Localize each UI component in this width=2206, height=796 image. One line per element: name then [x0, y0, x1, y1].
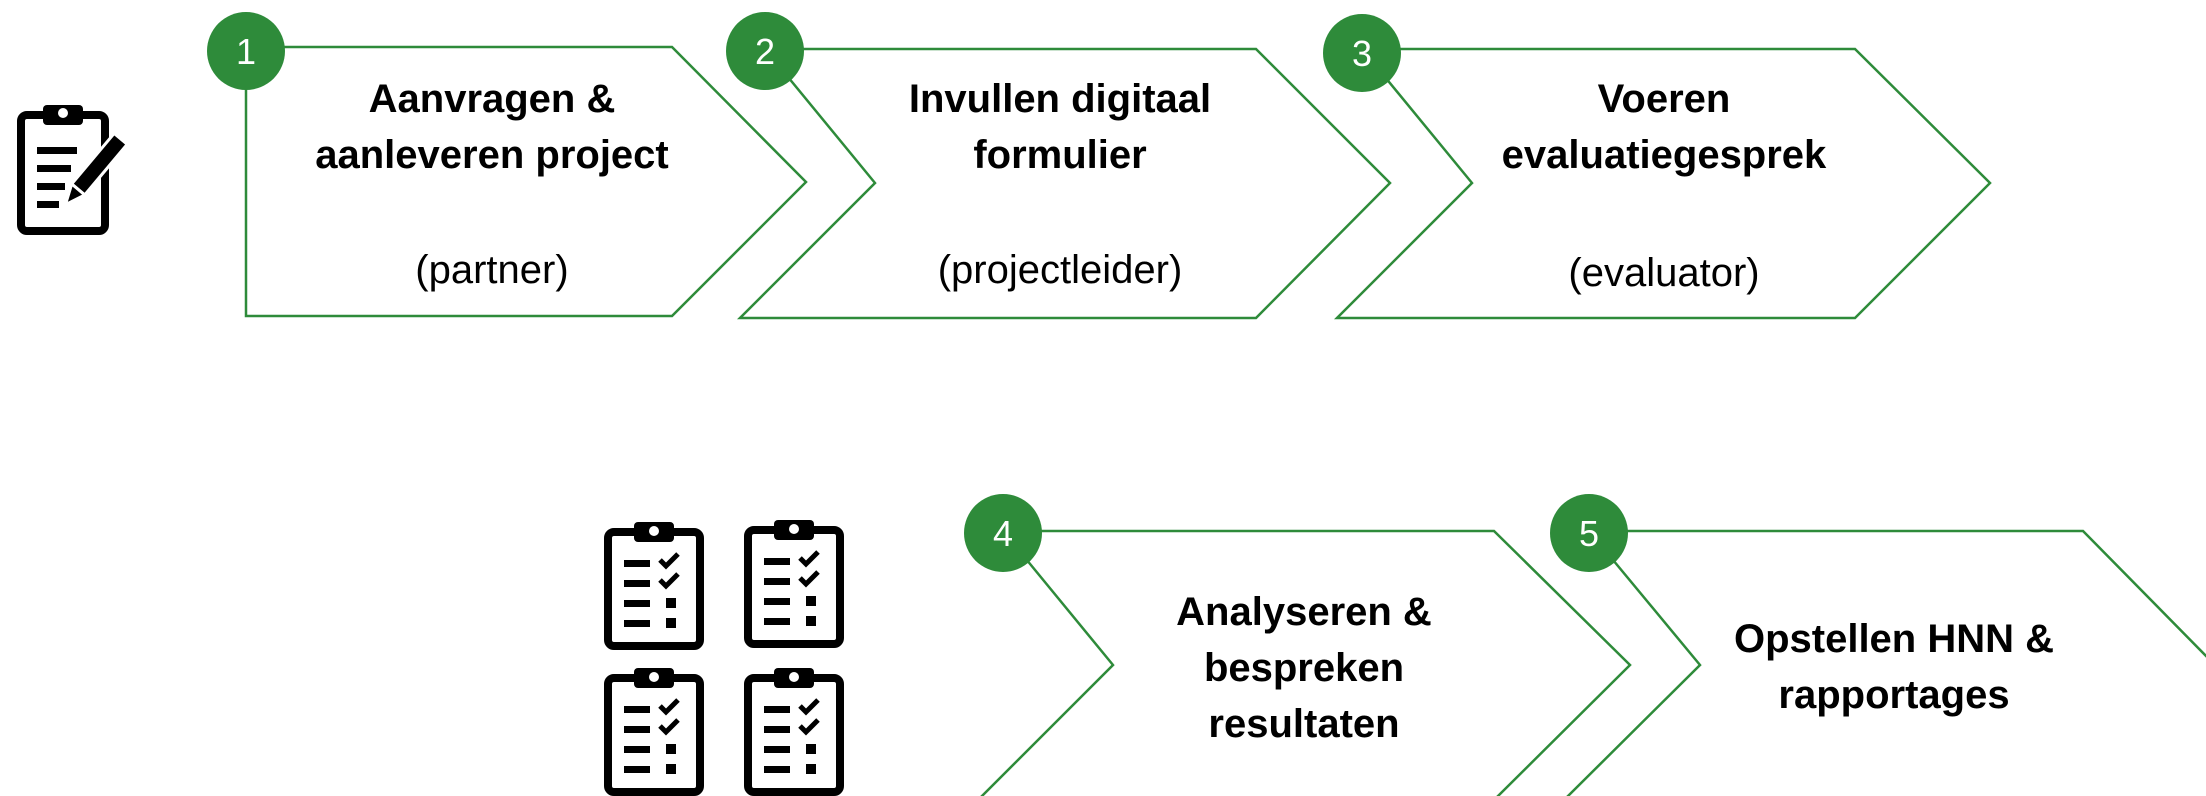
step-3-number: 3 — [1352, 33, 1372, 74]
step-4-title-line-1: Analyseren & — [1176, 590, 1432, 634]
step-1-title-line-1: Aanvragen & — [369, 77, 616, 121]
step-5-number: 5 — [1579, 513, 1599, 554]
step-4-number: 4 — [993, 513, 1013, 554]
step-3: 3 Voeren evaluatiegesprek (evaluator) — [1323, 14, 1992, 320]
step-2-role: (projectleider) — [938, 248, 1183, 292]
step-3-role: (evaluator) — [1568, 251, 1759, 295]
clipboard-checklist-icon — [608, 668, 700, 792]
step-3-arrow-shape — [1333, 47, 1992, 320]
step-3-badge: 3 — [1323, 14, 1401, 92]
step-4-title-line-2: bespreken — [1204, 646, 1404, 690]
step-5-title-line-2: rapportages — [1778, 673, 2009, 717]
step-1: 1 Aanvragen & aanleveren project (partne… — [207, 12, 808, 318]
step-2: 2 Invullen digitaal formulier (projectle… — [726, 12, 1392, 320]
step-3-title-line-1: Voeren — [1598, 77, 1731, 121]
step-4-title-line-3: resultaten — [1208, 702, 1399, 746]
step-4-badge: 4 — [964, 494, 1042, 572]
step-1-number: 1 — [236, 31, 256, 72]
clipboard-checklist-icon — [748, 520, 840, 644]
step-2-arrow-shape — [736, 47, 1392, 320]
step-5: 5 Opstellen HNN & rapportages — [1550, 494, 2206, 796]
clipboard-edit-icon — [21, 105, 127, 231]
step-2-number: 2 — [755, 31, 775, 72]
step-3-title-line-2: evaluatiegesprek — [1502, 133, 1827, 177]
step-1-title-line-2: aanleveren project — [315, 133, 669, 177]
clipboard-checklist-icon — [748, 668, 840, 792]
step-5-arrow-shape — [1566, 529, 2206, 796]
step-2-title-line-1: Invullen digitaal — [909, 77, 1211, 121]
clipboard-checklist-icon — [608, 522, 700, 646]
step-5-badge: 5 — [1550, 494, 1628, 572]
step-1-badge: 1 — [207, 12, 285, 90]
step-4-arrow-shape — [980, 529, 1632, 796]
step-4: 4 Analyseren & bespreken resultaten — [964, 494, 1632, 796]
step-1-arrow-shape — [244, 45, 808, 318]
step-2-badge: 2 — [726, 12, 804, 90]
step-2-title-line-2: formulier — [973, 133, 1146, 177]
step-1-role: (partner) — [415, 248, 568, 292]
step-5-title-line-1: Opstellen HNN & — [1734, 617, 2054, 661]
